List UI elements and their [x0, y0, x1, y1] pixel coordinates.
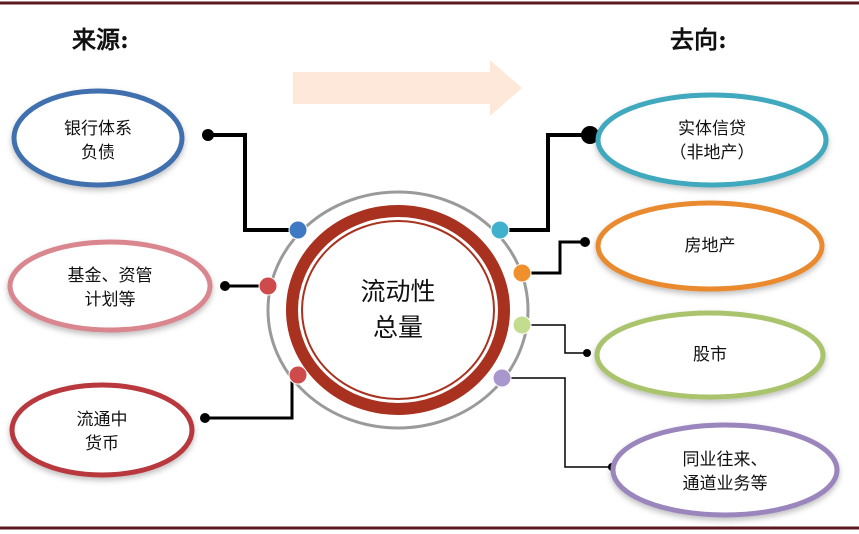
- dot-stock: [512, 315, 532, 335]
- endpoint-dot: [583, 349, 591, 357]
- dot-bank: [288, 220, 308, 240]
- endpoint-dot: [202, 129, 214, 141]
- endpoint-dot: [581, 126, 599, 144]
- source-fund-node: 基金、资管 计划等: [7, 239, 213, 333]
- dot-fund: [258, 276, 278, 296]
- dest-interbank-node: 同业往来、 通道业务等: [610, 422, 840, 518]
- connector-endpoints: [200, 126, 616, 471]
- dot-credit: [490, 220, 510, 240]
- connectors: [205, 133, 612, 468]
- source-currency-node: 流通中 货币: [9, 382, 195, 478]
- node-ellipse: [9, 382, 195, 478]
- connector-credit: [500, 133, 590, 232]
- source-bank-node: 银行体系 负债: [11, 88, 185, 188]
- endpoint-dot: [580, 237, 590, 247]
- dot-realestate: [512, 263, 532, 283]
- node-ellipse: [595, 92, 829, 188]
- node-label: 流通中: [77, 410, 128, 430]
- node-label: 负债: [81, 143, 115, 163]
- destinations-heading: 去向:: [670, 25, 727, 54]
- node-ellipse: [610, 422, 840, 518]
- center-node: 流动性 总量: [266, 190, 530, 430]
- connector-realestate: [522, 240, 585, 275]
- node-label: 基金、资管: [68, 266, 153, 286]
- connector-interbank: [502, 377, 612, 468]
- node-label: 货币: [85, 434, 119, 454]
- node-ellipse: [595, 200, 825, 292]
- dest-realestate-node: 房地产: [595, 200, 825, 292]
- center-label-1: 流动性: [360, 277, 435, 306]
- center-ring: [286, 205, 510, 415]
- ring-dots: [258, 220, 532, 388]
- node-label: 房地产: [685, 236, 736, 256]
- node-ellipse: [11, 88, 185, 188]
- flow-arrow-icon: [293, 60, 522, 116]
- node-label: 实体信贷: [678, 119, 746, 139]
- sources-heading: 来源:: [72, 25, 129, 54]
- node-ellipse: [594, 310, 826, 400]
- dest-stock-node: 股市: [594, 310, 826, 400]
- connector-currency: [205, 375, 294, 420]
- center-label-2: 总量: [373, 313, 423, 342]
- dest-credit-node: 实体信贷 （非地产）: [595, 92, 829, 188]
- node-label: 股市: [693, 345, 727, 365]
- node-ellipse: [7, 239, 213, 333]
- connector-bank: [208, 133, 298, 232]
- node-label: 计划等: [85, 290, 136, 310]
- node-label: （非地产）: [670, 143, 755, 163]
- node-label: 银行体系: [64, 119, 132, 139]
- endpoint-dot: [200, 413, 210, 423]
- connector-stock: [522, 324, 587, 354]
- node-label: 通道业务等: [683, 474, 768, 494]
- endpoint-dot: [220, 281, 230, 291]
- dot-currency: [288, 365, 308, 385]
- node-label: 同业往来、: [683, 450, 768, 470]
- dot-interbank: [492, 368, 512, 388]
- inner-ring: [301, 220, 495, 400]
